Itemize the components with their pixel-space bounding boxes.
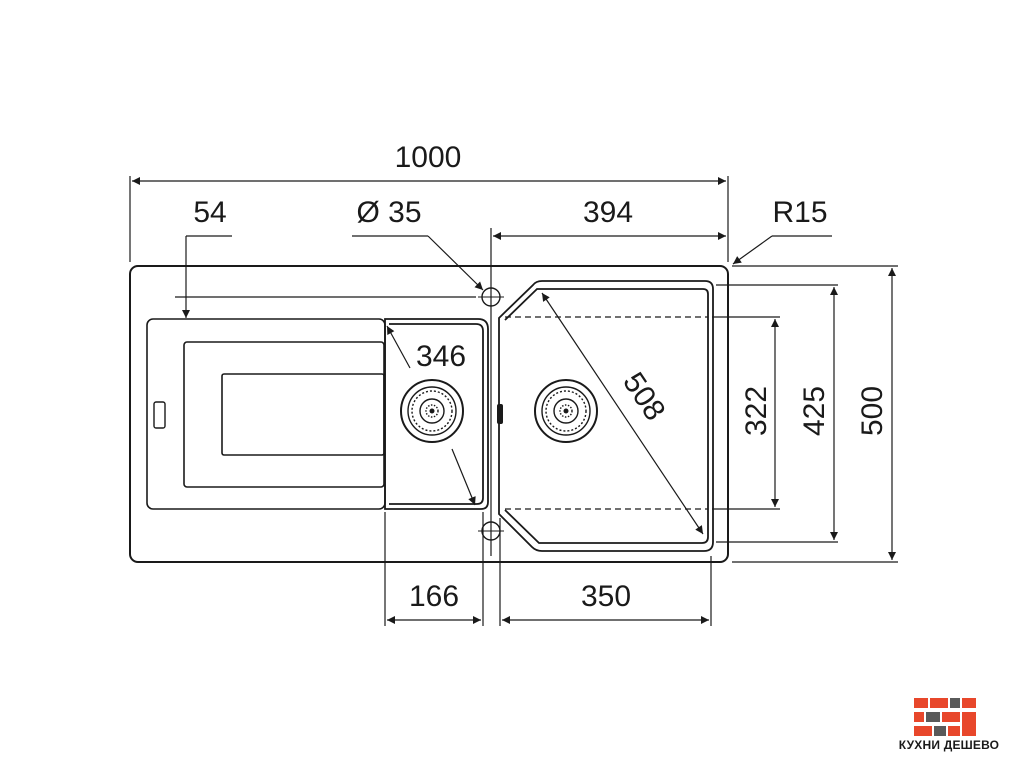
label-tap-hole: Ø 35 xyxy=(356,196,421,229)
logo-brick xyxy=(914,698,928,708)
label-bowl-height: 425 xyxy=(798,386,831,436)
logo-text: КУХНИ ДЕШЕВО xyxy=(898,738,1000,752)
strainer-main xyxy=(534,379,598,443)
logo-brick xyxy=(962,698,976,708)
label-main-bowl-width-top: 394 xyxy=(583,196,633,229)
dim-leader-radius xyxy=(732,235,773,265)
drainer xyxy=(146,318,386,510)
label-drainer-offset: 54 xyxy=(193,196,226,229)
dim-line-small-bowl-diag-bottom xyxy=(451,448,476,506)
label-corner-radius: R15 xyxy=(772,196,827,229)
logo-bricks-icon xyxy=(914,698,976,736)
drainer-groove-outer xyxy=(183,341,385,488)
logo-brick xyxy=(930,698,948,708)
label-main-bowl-diag: 508 xyxy=(616,367,671,427)
sink-outline xyxy=(129,265,729,563)
label-overall-depth: 500 xyxy=(856,386,889,436)
logo-brick xyxy=(926,712,940,722)
drainer-overflow-slot xyxy=(153,401,166,429)
overflow-slot xyxy=(497,404,503,424)
logo-brick xyxy=(914,712,924,722)
small-bowl-outline xyxy=(384,318,489,510)
label-bowl-inner-height: 322 xyxy=(740,386,773,436)
main-bowl-outline xyxy=(498,280,714,552)
label-overall-width: 1000 xyxy=(395,141,462,174)
kuhni-deshevo-logo: КУХНИ ДЕШЕВО xyxy=(894,698,1004,760)
logo-brick xyxy=(942,712,960,722)
logo-brick xyxy=(934,726,946,736)
logo-brick xyxy=(962,712,976,736)
drainer-groove-inner xyxy=(221,373,385,456)
strainer-small xyxy=(400,379,464,443)
logo-brick xyxy=(948,726,960,736)
main-bowl-inner xyxy=(504,288,709,544)
dim-line-main-bowl-diag xyxy=(541,292,704,535)
main-bowl xyxy=(497,280,714,552)
drainer-outline xyxy=(146,318,386,510)
small-bowl xyxy=(384,318,489,510)
dim-line-small-bowl-diag-top xyxy=(386,325,411,369)
sink-outer-edge xyxy=(129,265,729,563)
logo-brick xyxy=(914,726,932,736)
dim-leader-tap-hole xyxy=(427,235,484,291)
label-main-bowl-width: 350 xyxy=(581,580,631,613)
label-small-bowl-diag: 346 xyxy=(416,340,466,373)
label-small-bowl-width: 166 xyxy=(409,580,459,613)
logo-brick xyxy=(950,698,960,708)
small-bowl-inner xyxy=(389,323,484,505)
dimension-lines xyxy=(129,176,898,626)
